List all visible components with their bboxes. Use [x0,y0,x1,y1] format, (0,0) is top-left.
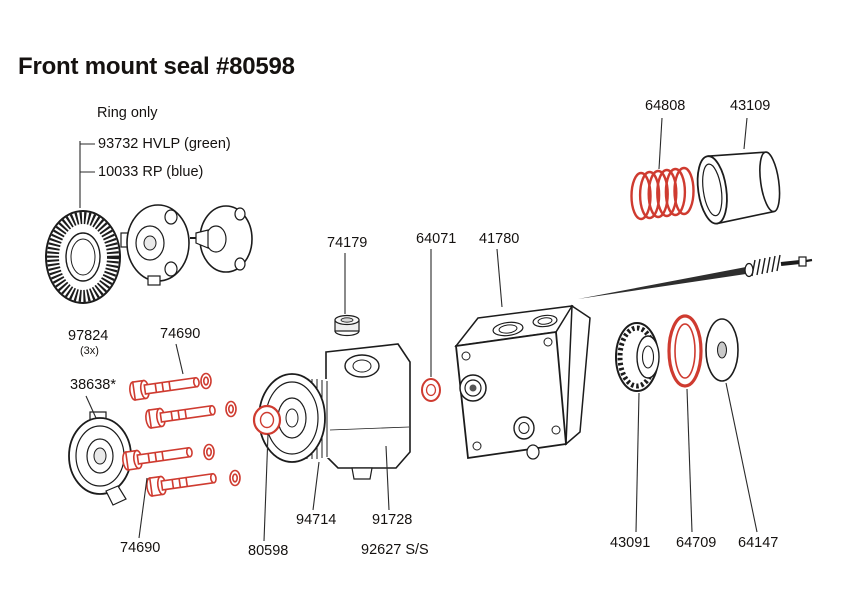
label-64808: 64808 [645,98,686,114]
part-64147-washer [705,318,739,382]
label-64709: 64709 [676,535,717,551]
part-retaining-ring [45,210,121,304]
label-74690-bottom: 74690 [120,540,161,556]
part-41780-body [454,304,591,460]
part-64709-seal [667,314,703,388]
part-38638 [68,411,132,506]
label-38638: 38638* [70,377,116,393]
part-80598-seal [252,404,282,436]
page-title: Front mount seal #80598 [18,53,295,80]
part-washers-97824 [200,372,241,487]
label-10033-rp: 10033 RP (blue) [98,164,204,180]
label-74179: 74179 [327,235,368,251]
label-64147: 64147 [738,535,779,551]
label-80598: 80598 [248,543,289,559]
part-64808-spring [630,166,695,221]
label-74690-top: 74690 [160,326,201,342]
label-91728: 91728 [372,512,413,528]
part-air-cap-hvlp [120,204,190,286]
label-43109: 43109 [730,98,771,114]
label-64071: 64071 [416,231,457,247]
part-screws-74690 [120,372,219,498]
label-ring-only: Ring only [97,105,158,121]
part-64071-nut [421,378,441,402]
part-43109-cup [696,151,781,225]
label-94714: 94714 [296,512,337,528]
label-41780: 41780 [479,231,520,247]
part-gun-front-body [258,343,411,480]
part-air-cap-rp [190,205,253,273]
leader-lines [79,117,758,542]
part-needle [578,254,813,299]
part-74179-cap [334,314,360,337]
label-92627: 92627 S/S [361,542,429,558]
label-97824-qty: (3x) [80,345,99,357]
label-93732-hvlp: 93732 HVLP (green) [98,136,231,152]
label-97824: 97824 [68,328,109,344]
label-43091: 43091 [610,535,651,551]
part-43091-packing [615,322,660,392]
